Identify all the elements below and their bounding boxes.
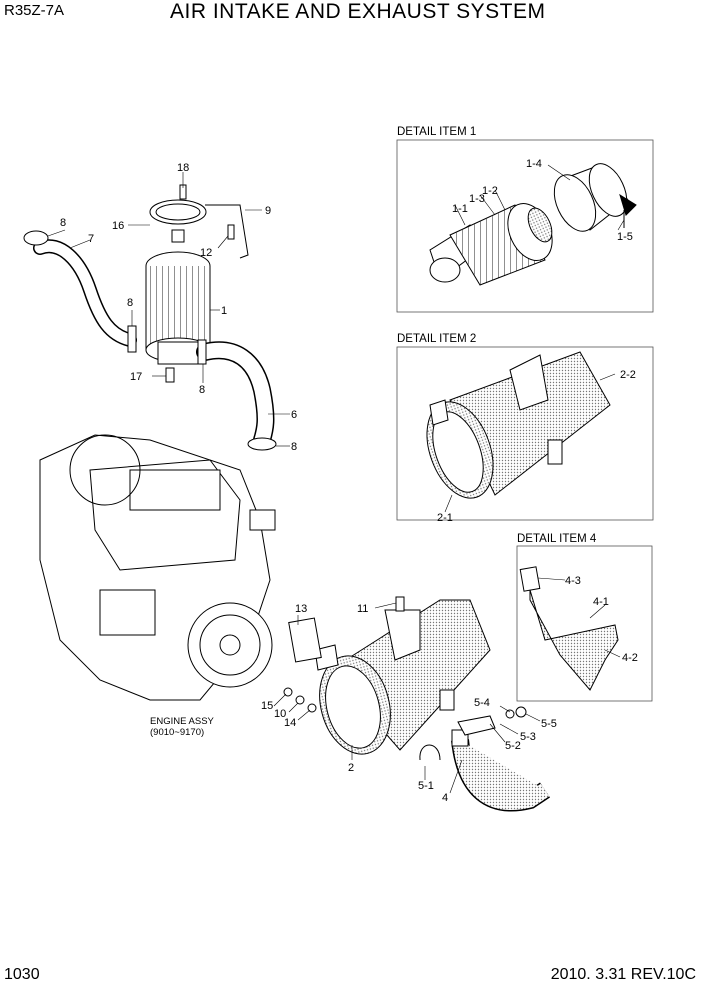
detail-1-air-cleaner: [429, 163, 637, 286]
callout-13: 13: [295, 603, 307, 615]
intake-hose-7: [33, 239, 137, 347]
detail-2-muffler: [426, 351, 611, 499]
callout-8-d: 8: [291, 441, 297, 453]
callout-2-1: 2-1: [437, 512, 453, 524]
callout-1-2: 1-2: [482, 185, 498, 197]
callout-5-4: 5-4: [474, 697, 490, 709]
page-title: AIR INTAKE AND EXHAUST SYSTEM: [170, 0, 546, 23]
callout-8-a: 8: [60, 217, 66, 229]
callout-14: 14: [284, 717, 296, 729]
callout-1-5: 1-5: [617, 231, 633, 243]
callout-7: 7: [88, 233, 94, 245]
callout-10: 10: [274, 708, 286, 720]
callout-1-4: 1-4: [526, 158, 542, 170]
engine-assy: [39, 434, 276, 701]
detail-item-1-frame: DETAIL ITEM 1: [396, 126, 654, 313]
callout-15: 15: [261, 700, 273, 712]
hose-clamps: [23, 230, 277, 451]
callout-1: 1: [221, 305, 227, 317]
detail-item-4-frame: DETAIL ITEM 4: [516, 533, 653, 702]
detail-item-4-title: DETAIL ITEM 4: [517, 533, 597, 545]
callout-2: 2: [348, 762, 354, 774]
callout-1-1: 1-1: [452, 203, 468, 215]
pipe-bracket: [419, 715, 496, 761]
callout-17: 17: [130, 371, 142, 383]
detail-item-2-title: DETAIL ITEM 2: [397, 333, 476, 345]
callout-4: 4: [442, 792, 448, 804]
callout-4-2: 4-2: [622, 652, 638, 664]
callout-18: 18: [177, 162, 189, 174]
main-air-cleaner: [145, 184, 249, 383]
callout-5-3: 5-3: [520, 731, 536, 743]
callout-4-3: 4-3: [565, 575, 581, 587]
callout-16: 16: [112, 220, 124, 232]
callout-9: 9: [265, 205, 271, 217]
page-number: 1030: [4, 966, 40, 983]
detail-4-exhaust-pipe: [519, 566, 619, 691]
callout-8-b: 8: [127, 297, 133, 309]
detail-item-1-title: DETAIL ITEM 1: [397, 126, 476, 138]
callout-4-1: 4-1: [593, 596, 609, 608]
engine-assy-range: (9010~9170): [150, 727, 204, 738]
main-muffler: [288, 596, 491, 755]
callout-1-3: 1-3: [469, 193, 485, 205]
callout-5-2: 5-2: [505, 740, 521, 752]
callout-11: 11: [357, 603, 368, 615]
callout-2-2: 2-2: [620, 369, 636, 381]
callout-8-c: 8: [199, 384, 205, 396]
revision-date: 2010. 3.31 REV.10C: [550, 966, 696, 983]
model-code: R35Z-7A: [4, 2, 65, 19]
leader-lines: [47, 164, 625, 794]
callout-12: 12: [200, 247, 212, 259]
engine-assy-label: ENGINE ASSY: [150, 716, 215, 727]
detail-item-2-frame: DETAIL ITEM 2: [396, 333, 654, 521]
callout-5-5: 5-5: [541, 718, 557, 730]
callout-5-1: 5-1: [418, 780, 434, 792]
callout-6: 6: [291, 409, 297, 421]
callout-labels: 18 16 9 12 1 8 7 8 8 17 6 8 13 11 15 10 …: [60, 158, 638, 804]
